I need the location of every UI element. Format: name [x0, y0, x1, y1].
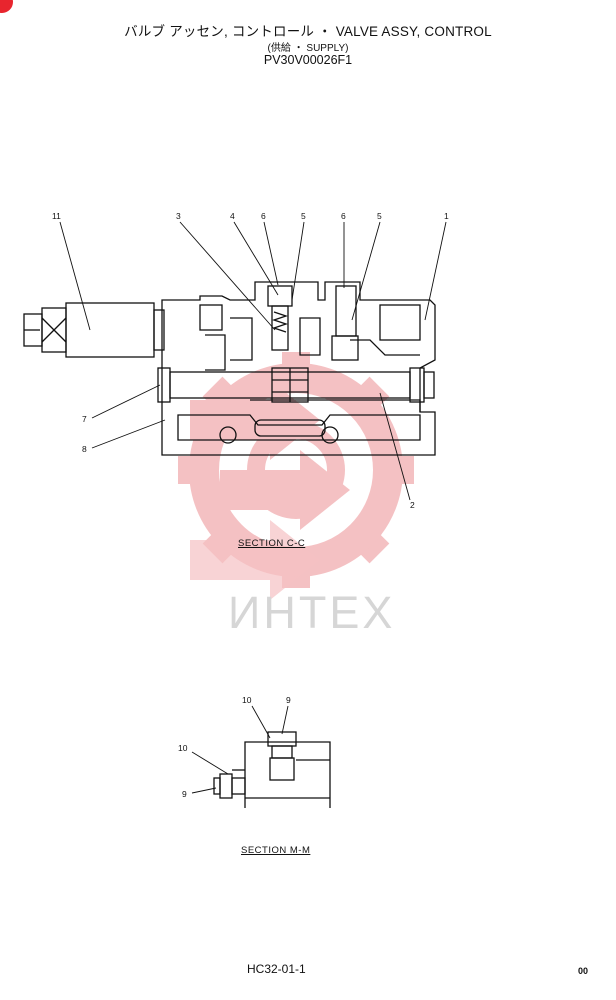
- page-title: バルブ アッセン, コントロール ・ VALVE ASSY, CONTROL: [124, 24, 492, 39]
- valve-body: [161, 281, 436, 456]
- leader-lines-cc: [59, 221, 447, 501]
- actuator-11: [23, 302, 165, 358]
- part-number: PV30V00026F1: [263, 53, 353, 67]
- callout-2: 2: [410, 500, 415, 510]
- callout-7: 7: [82, 414, 87, 424]
- callout-5a: 5: [301, 211, 306, 221]
- base-plate: [177, 414, 421, 444]
- check-valves: [267, 285, 359, 361]
- section-cc-caption: SECTION C-C: [238, 538, 306, 549]
- page-subtitle: (供給 ・ SUPPLY): [267, 43, 349, 54]
- callout-10a: 10: [242, 695, 252, 705]
- revision: 00: [578, 966, 589, 976]
- watermark-text: ИНТЕХ: [228, 587, 396, 638]
- callout-10b: 10: [178, 743, 188, 753]
- callout-1: 1: [444, 211, 449, 221]
- callout-9b: 9: [182, 789, 187, 799]
- section-mm-caption: SECTION M-M: [241, 845, 311, 856]
- callout-4: 4: [230, 211, 235, 221]
- callout-3: 3: [176, 211, 181, 221]
- callout-8: 8: [82, 444, 87, 454]
- callout-6b: 6: [341, 211, 346, 221]
- callout-5b: 5: [377, 211, 382, 221]
- callout-6a: 6: [261, 211, 266, 221]
- callout-9a: 9: [286, 695, 291, 705]
- page-number: HC32-01-1: [247, 962, 306, 976]
- corner-mark: [0, 0, 13, 13]
- callout-11: 11: [52, 211, 61, 221]
- spool-2: [157, 367, 435, 403]
